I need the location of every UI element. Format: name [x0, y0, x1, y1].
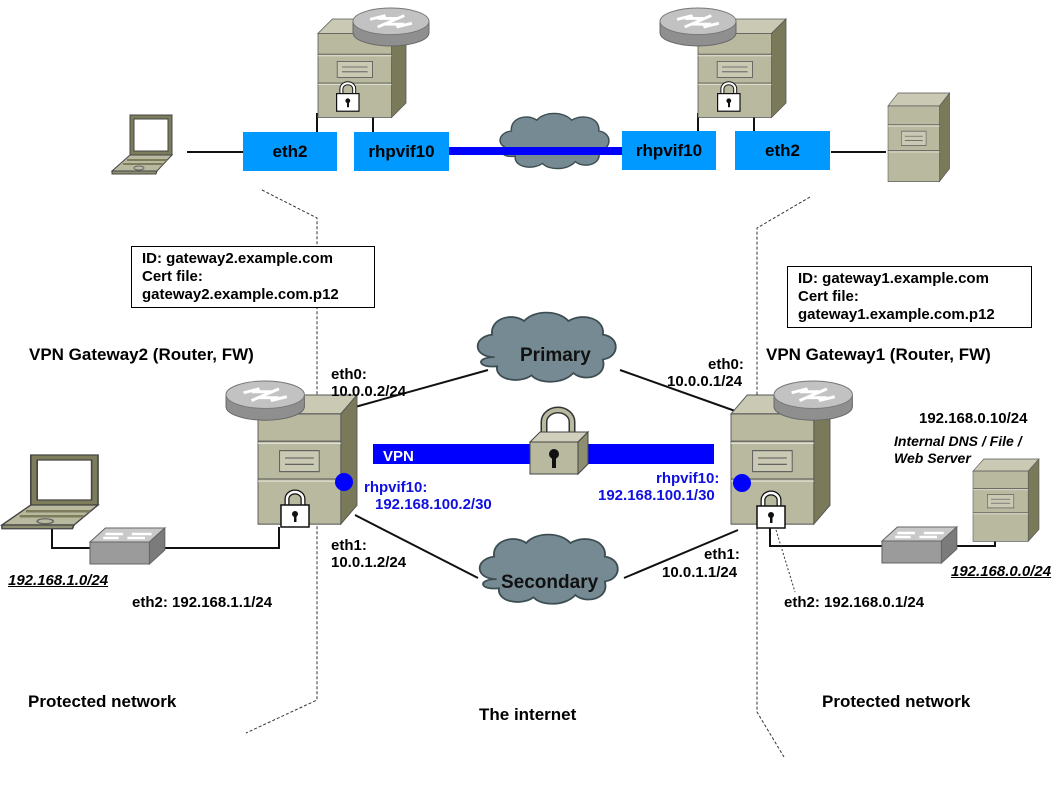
gateway2-title: VPN Gateway2 (Router, FW)	[29, 345, 254, 364]
interface-label: eth2	[272, 141, 308, 161]
gateway1-vif-dot	[733, 474, 751, 492]
cert-file-label: Cert file:	[798, 288, 859, 305]
gateway2-id-box: ID: gateway2.example.com Cert file: gate…	[131, 246, 375, 308]
gateway1-eth0-label: eth0:	[708, 356, 744, 373]
top-right-eth2-box: eth2	[735, 131, 830, 170]
server-description: Internal DNS / File /	[894, 433, 1022, 449]
link-secondary-gw1	[623, 529, 739, 579]
top-left-eth2-box: eth2	[243, 132, 337, 171]
vpn-padlock-icon	[528, 406, 590, 476]
cloud-icon	[499, 112, 610, 170]
left-boundary-line	[245, 189, 318, 734]
link-secondary-gw2	[354, 514, 479, 579]
router-icon	[658, 6, 738, 48]
vpn-label: VPN	[383, 448, 414, 465]
gateway1-vif-ip: 192.168.100.1/30	[598, 487, 715, 504]
laptop-icon	[111, 114, 173, 175]
gateway2-eth1-label: eth1:	[331, 537, 367, 554]
gateway1-eth1-ip: 10.0.1.1/24	[662, 564, 738, 581]
gateway2-cert-file: gateway2.example.com.p12	[142, 286, 339, 303]
zone-internet-label: The internet	[479, 705, 577, 724]
zone-right-label: Protected network	[822, 692, 971, 711]
right-switch-icon	[880, 525, 959, 565]
gateway1-title: VPN Gateway1 (Router, FW)	[766, 345, 991, 364]
interface-label: eth2	[765, 140, 800, 160]
top-right-rhpvif10-box: rhpvif10	[622, 131, 716, 170]
interface-label: rhpvif10	[635, 140, 703, 160]
link-primary-gw2	[354, 369, 489, 408]
left-switch-icon	[88, 526, 167, 566]
cert-file-label: Cert file:	[142, 268, 203, 285]
gateway1-cert-file: gateway1.example.com.p12	[798, 306, 995, 323]
gateway2-eth2-ip: eth2: 192.168.1.1/24	[132, 594, 273, 611]
primary-cloud-label: Primary	[520, 345, 591, 366]
server-description-2: Web Server	[894, 450, 971, 466]
link-primary-gw1	[619, 369, 739, 413]
internal-server-icon	[972, 458, 1040, 542]
left-laptop-icon	[0, 453, 100, 531]
gateway1-lan-subnet: 192.168.0.0/24	[951, 563, 1052, 580]
gateway1-eth2-ip: eth2: 192.168.0.1/24	[784, 594, 925, 611]
gateway1-eth1-label: eth1:	[704, 546, 740, 563]
secondary-cloud-label: Secondary	[501, 572, 599, 593]
interface-label: rhpvif10	[368, 141, 435, 161]
gateway2-eth0-ip: 10.0.0.2/24	[331, 383, 407, 400]
router-icon	[351, 6, 431, 48]
gateway2-eth0-label: eth0:	[331, 366, 367, 383]
gateway1-id: ID: gateway1.example.com	[798, 270, 989, 287]
gateway2-lan-subnet: 192.168.1.0/24	[8, 572, 109, 589]
gateway1-eth0-ip: 10.0.0.1/24	[667, 373, 743, 390]
left-switch-wire	[165, 527, 280, 549]
right-switch-wire	[769, 527, 883, 547]
gateway2-id: ID: gateway2.example.com	[142, 250, 333, 267]
gateway2-eth1-ip: 10.0.1.2/24	[331, 554, 407, 571]
gateway1-router-icon	[772, 379, 854, 422]
server-ip: 192.168.0.10/24	[919, 410, 1028, 427]
zone-left-label: Protected network	[28, 692, 177, 711]
gateway2-vif-dot	[335, 473, 353, 491]
top-vpn-tunnel	[449, 147, 626, 155]
eth2-pointer-line	[775, 529, 796, 593]
gateway1-id-box: ID: gateway1.example.com Cert file: gate…	[787, 266, 1032, 328]
gateway2-vif-ip: 192.168.100.2/30	[375, 496, 492, 513]
gateway2-router-icon	[224, 379, 306, 422]
gateway2-vif-label: rhpvif10:	[364, 479, 428, 496]
left-laptop-wire	[51, 525, 93, 549]
gateway1-vif-label: rhpvif10:	[656, 470, 720, 487]
server-icon	[887, 92, 950, 182]
right-boundary-line	[756, 196, 811, 758]
top-left-rhpvif10-box: rhpvif10	[354, 132, 449, 171]
